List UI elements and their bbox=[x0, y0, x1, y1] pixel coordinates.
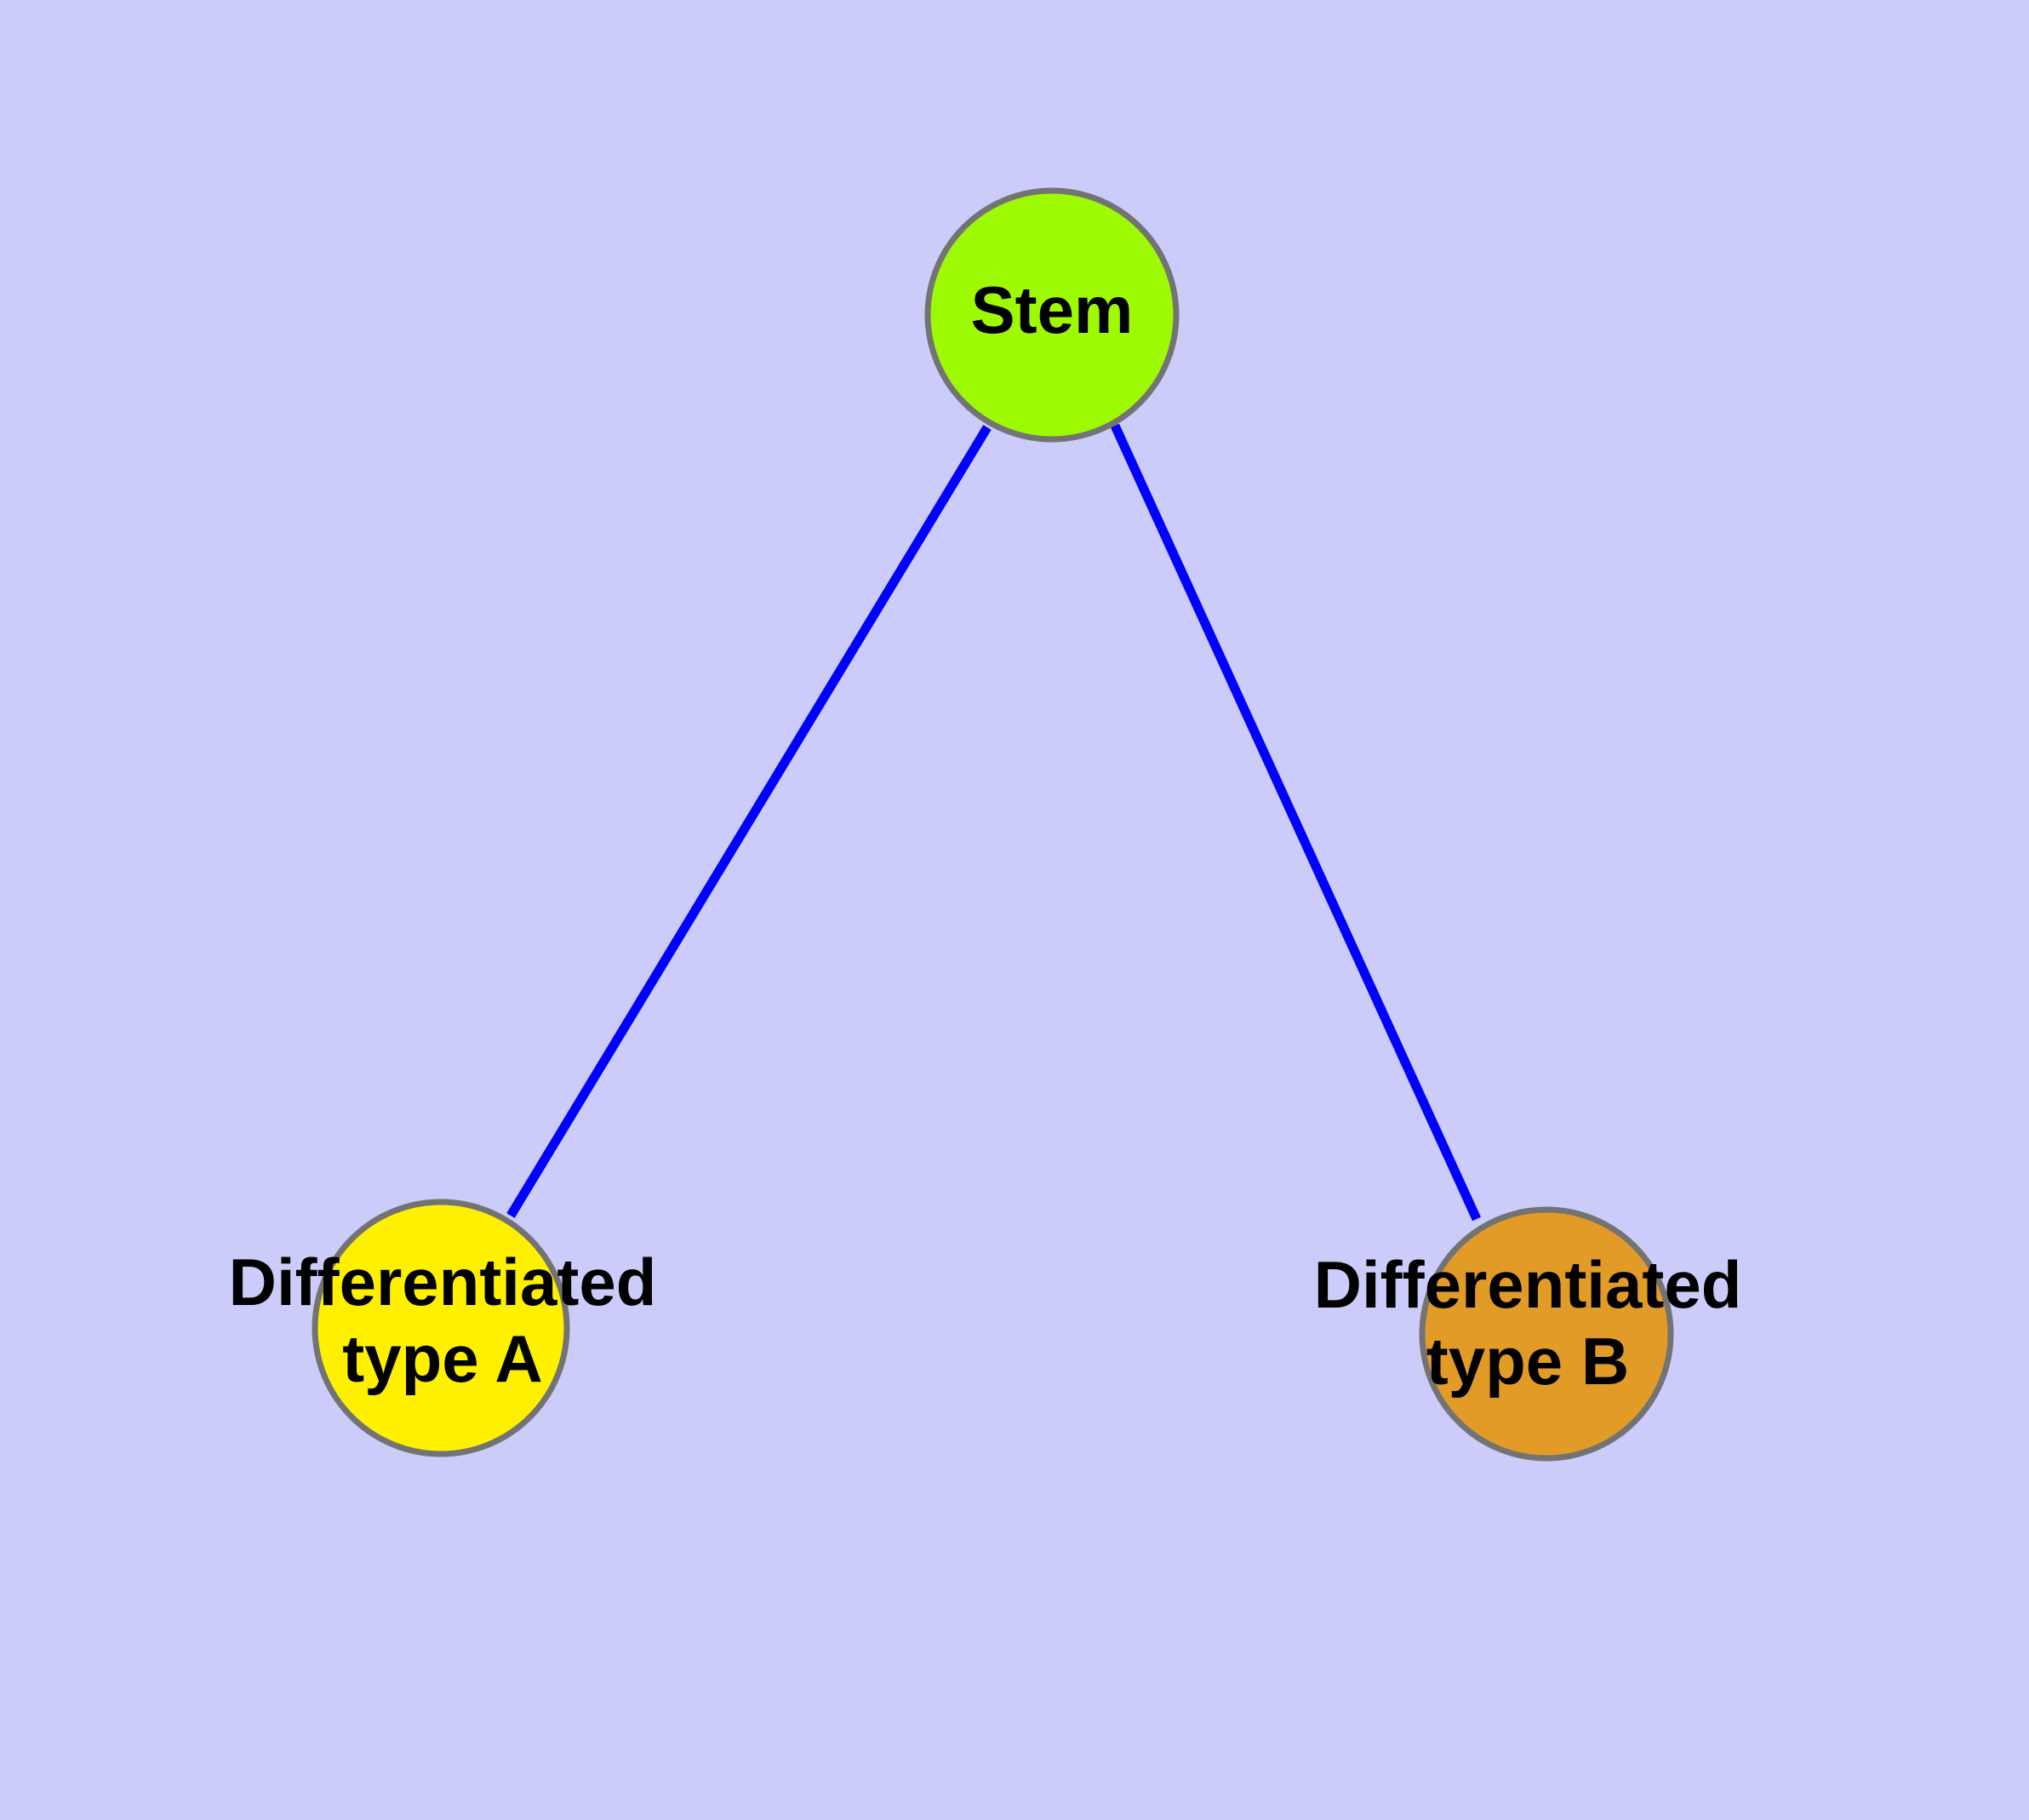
node-label-line: Stem bbox=[971, 272, 1134, 347]
node-label-line: type B bbox=[1426, 1324, 1629, 1399]
nodes-layer bbox=[311, 187, 1674, 1462]
edges-layer bbox=[506, 423, 1482, 1222]
edge-stem-to-diff_a[interactable] bbox=[506, 425, 992, 1218]
node-label-line: Differentiated bbox=[1314, 1247, 1742, 1322]
edge-stem-to-diff_b[interactable] bbox=[1110, 423, 1482, 1222]
node-label-line: Differentiated bbox=[229, 1245, 657, 1319]
node-diff_a[interactable] bbox=[311, 1199, 570, 1457]
node-label-stem: Stem bbox=[971, 272, 1134, 347]
node-diff_b[interactable] bbox=[1419, 1206, 1674, 1462]
node-stem[interactable] bbox=[924, 187, 1180, 443]
node-label-line: type A bbox=[342, 1321, 543, 1396]
